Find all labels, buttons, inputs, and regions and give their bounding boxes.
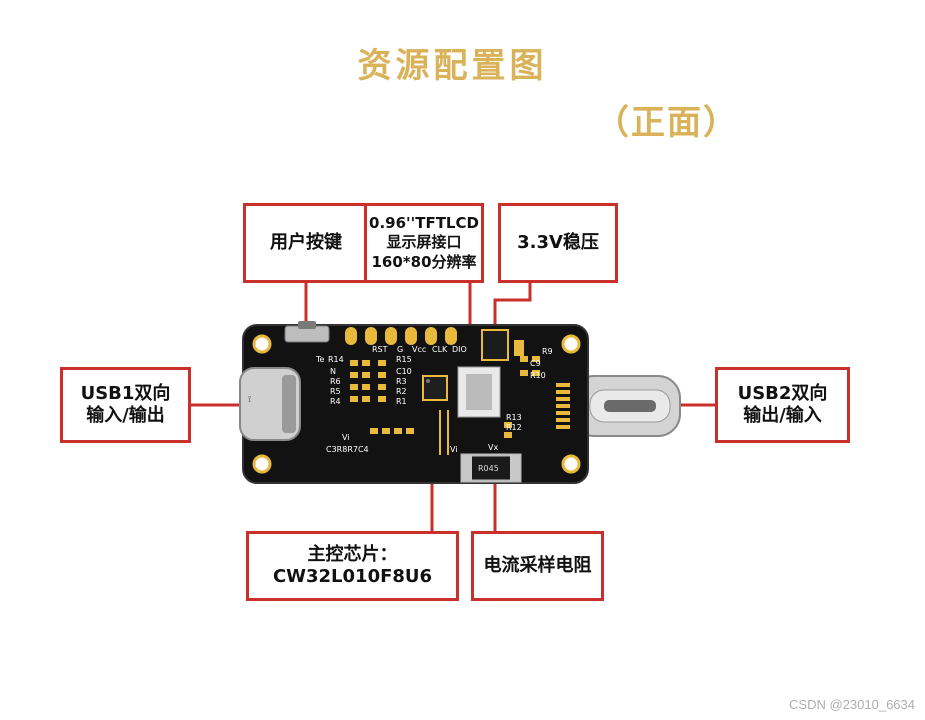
label-r3: R3 (396, 377, 407, 386)
callout-mcu: 主控芯片： CW32L010F8U6 (246, 531, 459, 601)
svg-text:⟟: ⟟ (248, 395, 251, 405)
label-r15: R15 (396, 355, 412, 364)
usb2-connector (571, 375, 681, 437)
callout-lcd-line2: 显示屏接口 (386, 233, 462, 252)
label-r045: R045 (478, 464, 499, 473)
label-r5: R5 (330, 387, 341, 396)
label-r4: R4 (330, 397, 341, 406)
callout-ldo-text: 3.3V稳压 (517, 231, 599, 253)
silkscreen: RST G Vcc CLK DIO Te R14 R15 N C10 R6 R3… (315, 345, 553, 473)
label-te: Te (315, 355, 325, 364)
traces (439, 410, 449, 455)
label-rst: RST (372, 345, 388, 354)
passive-components (350, 356, 540, 438)
label-dio: DIO (452, 345, 467, 354)
label-n: N (330, 367, 336, 376)
callout-lcd-interface: 0.96''TFTLCD 显示屏接口 160*80分辨率 (364, 203, 484, 283)
callout-mcu-line1: 主控芯片： (307, 543, 398, 565)
callout-lcd-line1: 0.96''TFTLCD (369, 213, 479, 232)
ldo-chip (481, 329, 524, 361)
label-vi-2: Vi (450, 445, 458, 454)
usb1-connector: ⟟ (239, 367, 301, 441)
label-r13: R13 (506, 413, 522, 422)
watermark: CSDN @23010_6634 (789, 697, 915, 712)
callout-usb2-line1: USB2双向 (737, 382, 828, 404)
shunt-resistor (460, 453, 522, 483)
callout-mcu-line2: CW32L010F8U6 (272, 566, 433, 587)
callout-usb1-line2: 输入/输出 (86, 405, 165, 426)
callout-usb2-line2: 输出/输入 (743, 405, 822, 426)
page-subtitle: （正面） (595, 103, 739, 143)
label-c3r8r7c4: C3R8R7C4 (326, 445, 369, 454)
label-r14: R14 (328, 355, 344, 364)
label-vcc: Vcc (412, 345, 426, 354)
callout-shunt-resistor: 电流采样电阻 (471, 531, 604, 601)
label-r1: R1 (396, 397, 407, 406)
mounting-holes (252, 334, 581, 474)
callout-shunt-text: 电流采样电阻 (483, 554, 592, 576)
callout-ldo: 3.3V稳压 (498, 203, 618, 283)
callout-usb1: USB1双向 输入/输出 (60, 367, 191, 443)
header-pads (345, 327, 457, 345)
label-c10: C10 (396, 367, 412, 376)
label-c9: C9 (530, 359, 541, 368)
mcu-chip (422, 375, 448, 401)
label-r9: R9 (542, 347, 553, 356)
label-r12: R12 (506, 423, 522, 432)
page-title: 资源配置图 (357, 46, 548, 86)
callout-usb1-line1: USB1双向 (80, 382, 171, 404)
lcd-connector (457, 366, 501, 418)
callout-button-text: 用户按键 (270, 231, 342, 253)
label-vx: Vx (488, 443, 498, 452)
usb2-pads (556, 383, 570, 429)
callout-user-button: 用户按键 (243, 203, 369, 283)
label-g: G (397, 345, 403, 354)
label-vi-1: Vi (342, 433, 350, 442)
label-r6: R6 (330, 377, 341, 386)
leader-ldo (493, 283, 532, 330)
label-r2: R2 (396, 387, 407, 396)
label-r10: R10 (530, 371, 546, 380)
label-clk: CLK (432, 345, 448, 354)
callout-usb2: USB2双向 输出/输入 (715, 367, 850, 443)
callout-lcd-line3: 160*80分辨率 (371, 252, 477, 271)
user-button (284, 321, 330, 343)
